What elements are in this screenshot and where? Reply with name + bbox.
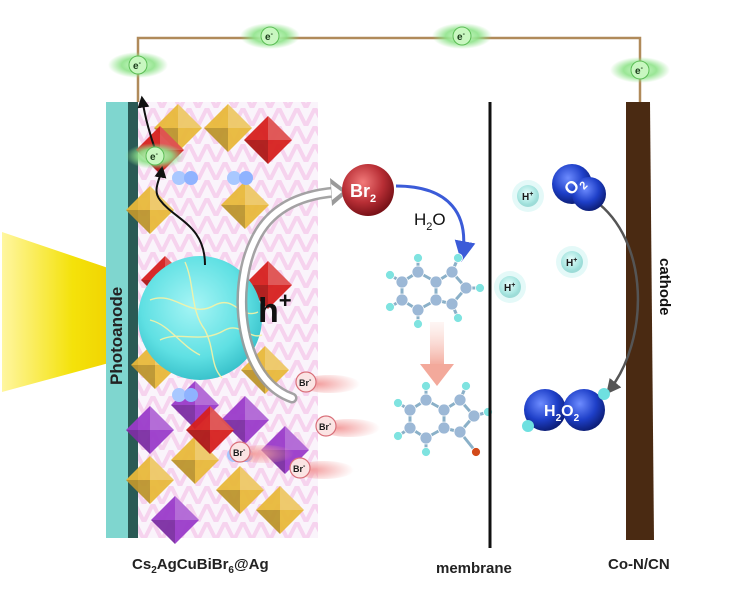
water-label: H2O [414,210,446,233]
cathode-electrode [626,102,654,540]
bromide-icon: Br- [316,416,380,437]
proton-icon: H+ [494,271,526,303]
electron-icon: e- [432,23,492,49]
benzene-molecule-icon [386,254,485,329]
cathode-material-label: Co-N/CN [608,556,670,573]
cathode-label: cathode [656,258,673,316]
membrane-label: membrane [436,560,512,577]
light-beam-icon [2,232,120,392]
proton-icon: H+ [512,180,544,212]
ketone-molecule-icon [394,382,493,457]
bromide-icon: Br- [290,458,354,479]
photoanode-label: Photoanode [107,287,126,385]
proton-icon: H+ [556,246,588,278]
hydrogen-peroxide-molecule: H2O2 [522,388,610,432]
electron-icon: e- [240,23,300,49]
photoanode-material-label: Cs2AgCuBiBr6@Ag [132,556,269,576]
oxygen-molecule: O2 [552,164,606,211]
electron-icon: e- [610,57,670,83]
electron-icon: e- [108,52,168,78]
electron-icon: e- [125,143,185,169]
bromide-icon: Br- [296,372,360,393]
bromine-molecule: Br2 [342,164,394,216]
reaction-down-arrow [420,322,454,386]
